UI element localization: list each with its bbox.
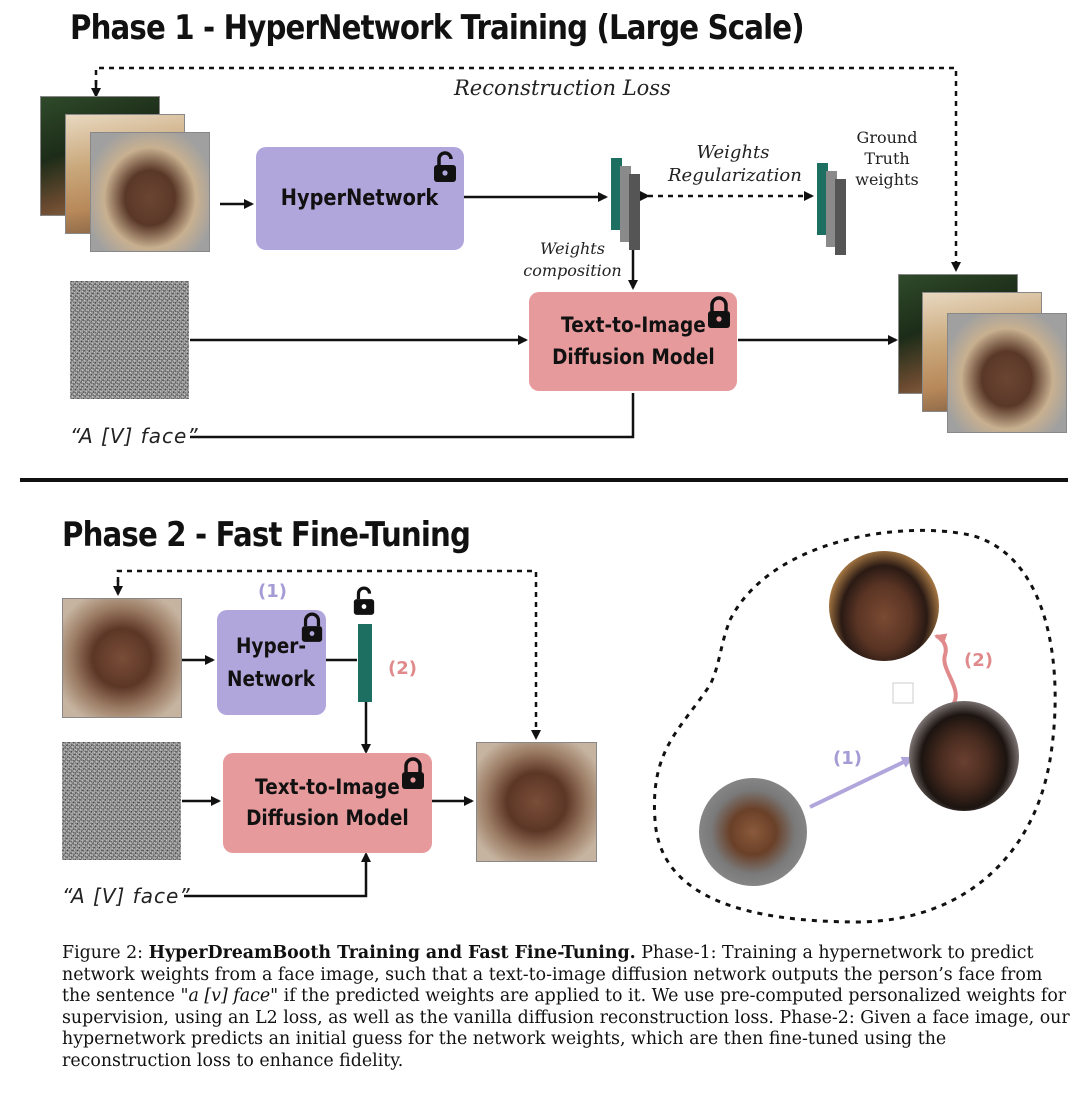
phase2-step2-label: (2) [388,658,417,679]
weights-composition-line-1: Weights [540,239,605,258]
arrow-prompt-to-diffusion [190,393,635,439]
space-step1-arrow [809,756,914,809]
weights-composition-line-2: composition [523,261,622,280]
ground-truth-weights-label: Ground Truth weights [832,127,942,190]
diffusion-model-box: Text-to-Image Diffusion Model [529,292,737,391]
phase2-connectors [113,569,541,898]
ground-truth-weights-layer-3 [835,179,846,255]
phase2-diffusion-box: Text-to-Image Diffusion Model [223,753,432,853]
weights-composition-label: Weights composition [520,238,625,282]
phase1-connectors [91,66,961,439]
weights-regularization-line-2: Regularization [668,165,802,186]
phase2-noise-image [62,742,181,860]
ground-truth-line-1: Ground Truth [856,128,918,168]
weight-space-diagram [652,528,1057,924]
ground-truth-weights-layer-1 [817,163,828,235]
output-face-image-3 [947,313,1067,433]
placeholder-square [892,682,914,704]
space-step2-label: (2) [964,650,993,671]
reconstruction-loss-label: Reconstruction Loss [454,76,671,100]
caption-bold-title: HyperDreamBooth Training and Fast Fine-T… [148,943,636,963]
phase1-prompt: “A [V] face” [70,424,199,448]
finetuned-face-avatar [829,551,939,661]
weights-regularization-label: Weights Regularization [668,141,802,187]
hypernetwork-box: HyperNetwork [256,147,464,250]
space-step2-arrow [934,633,958,708]
phase2-hyper-line-1: Hyper- [236,633,307,658]
phase2-title: Phase 2 - Fast Fine-Tuning [62,515,471,555]
phase2-unlock-icon [353,586,375,615]
phase2-diffusion-line-2: Diffusion Model [246,806,409,830]
input-face-image-3 [90,132,210,252]
hypernetwork-label: HyperNetwork [281,185,439,211]
phase2-diffusion-line-1: Text-to-Image [255,774,400,799]
arrow-prompt-to-diffusion-2 [184,852,371,898]
ground-truth-line-2: weights [855,170,919,189]
phase-divider [20,478,1068,482]
initial-guess-face-avatar [909,701,1019,811]
unlock-icon [434,151,456,182]
phase2-hyper-line-2: Network [227,666,316,691]
phase2-lock-icon [301,612,323,642]
phase1-title: Phase 1 - HyperNetwork Training (Large S… [70,8,805,48]
predicted-weights-layer-1 [611,158,622,230]
caption-italic-phrase: "a [v] face" [180,986,279,1006]
phase2-diffusion-lock-icon [402,757,424,789]
predicted-weights-layer-2 [620,166,631,242]
diffusion-line-2: Diffusion Model [551,344,715,369]
caption-figure-label: Figure 2: [62,943,144,963]
weight-space-boundary [652,528,1057,924]
noise-image [70,281,189,399]
lock-icon [708,296,730,328]
phase2-input-face [62,598,182,718]
weights-regularization-line-1: Weights [696,142,770,163]
phase2-weight-bar [358,624,372,702]
caption-text-2: if the predicted weights are applied to … [62,986,1070,1071]
phase2-output-face [476,742,597,862]
generic-face-avatar [699,778,807,886]
phase2-step1-label: (1) [258,581,287,602]
diffusion-line-1: Text-to-Image [560,313,706,337]
figure-caption: Figure 2: HyperDreamBooth Training and F… [62,943,1070,1072]
phase2-prompt: “A [V] face” [62,884,191,908]
ground-truth-weights-layer-2 [826,171,837,247]
caption-text-1: Phase-1: Training a hypernetwork to pred… [62,943,1043,1006]
predicted-weights-layer-3 [629,174,640,250]
space-step1-label: (1) [833,748,862,769]
